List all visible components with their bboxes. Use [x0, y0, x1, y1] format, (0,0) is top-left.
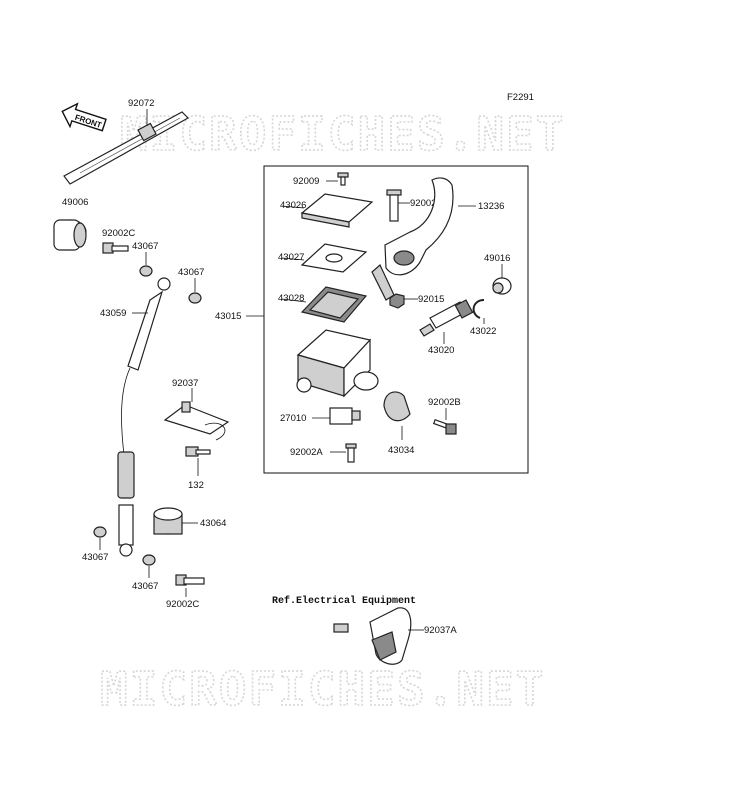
label-49016: 49016 — [484, 253, 510, 264]
bolt-92002b — [432, 418, 457, 435]
brake-lever-13236 — [371, 177, 454, 301]
label-43015: 43015 — [215, 311, 241, 322]
label-92015: 92015 — [418, 294, 444, 305]
brake-hose-43059 — [117, 277, 171, 557]
label-43028: 43028 — [278, 293, 304, 304]
label-92037a: 92037A — [424, 625, 457, 636]
master-cylinder-body — [296, 329, 379, 398]
label-43067-c: 43067 — [82, 552, 108, 563]
screw-92009 — [337, 172, 349, 186]
watermark-bottom: MICROFICHES.NET — [100, 662, 545, 716]
circlip-43022 — [472, 299, 485, 319]
reservoir-cover-43026 — [300, 193, 374, 228]
cable-tie-92072 — [63, 109, 189, 185]
screw-92002a — [345, 443, 357, 463]
label-43067-b: 43067 — [178, 267, 204, 278]
label-43064: 43064 — [200, 518, 226, 529]
label-43067-a: 43067 — [132, 241, 158, 252]
watermark-top: MICROFICHES.NET — [120, 107, 565, 161]
clamp-92037 — [163, 401, 230, 441]
label-13236: 13236 — [478, 201, 504, 212]
master-cylinder-frame — [263, 165, 529, 474]
grommet-43064 — [153, 507, 183, 535]
label-43059: 43059 — [100, 308, 126, 319]
label-132: 132 — [188, 480, 204, 491]
ref-electrical-note: Ref.Electrical Equipment — [272, 595, 416, 607]
label-92037: 92037 — [172, 378, 198, 389]
pivot-bolt-92002 — [386, 189, 402, 222]
washer-43067-d — [142, 554, 156, 566]
label-92072: 92072 — [128, 98, 154, 109]
diaphragm-43028 — [300, 286, 368, 323]
washer-43067-b — [188, 292, 202, 304]
label-43022: 43022 — [470, 326, 496, 337]
bar-end-49006 — [53, 219, 87, 251]
bolt-92002c-top — [102, 242, 129, 254]
clamp-43034 — [383, 391, 411, 422]
label-43026: 43026 — [280, 200, 306, 211]
label-43020: 43020 — [428, 345, 454, 356]
label-92002a: 92002A — [290, 447, 323, 458]
label-92002: 92002 — [410, 198, 436, 209]
label-49006: 49006 — [62, 197, 88, 208]
bolt-132 — [185, 446, 211, 457]
clamp-92037a — [333, 607, 412, 665]
label-43027: 43027 — [278, 252, 304, 263]
label-92002c-top: 92002C — [102, 228, 135, 239]
label-92009: 92009 — [293, 176, 319, 187]
label-92002c-bottom: 92002C — [166, 599, 199, 610]
nut-92015 — [389, 293, 405, 309]
label-43034: 43034 — [388, 445, 414, 456]
washer-43067-a — [139, 265, 153, 277]
boot-49016 — [492, 277, 512, 295]
label-43067-d: 43067 — [132, 581, 158, 592]
label-27010: 27010 — [280, 413, 306, 424]
bolt-92002c-bottom — [175, 574, 205, 586]
plate-43027 — [300, 243, 368, 273]
washer-43067-c — [93, 526, 107, 538]
front-arrow-icon: FRONT — [61, 102, 107, 132]
piston-kit-43020 — [419, 299, 474, 337]
figure-code: F2291 — [507, 92, 534, 103]
label-92002b: 92002B — [428, 397, 461, 408]
brake-switch-27010 — [329, 407, 361, 425]
